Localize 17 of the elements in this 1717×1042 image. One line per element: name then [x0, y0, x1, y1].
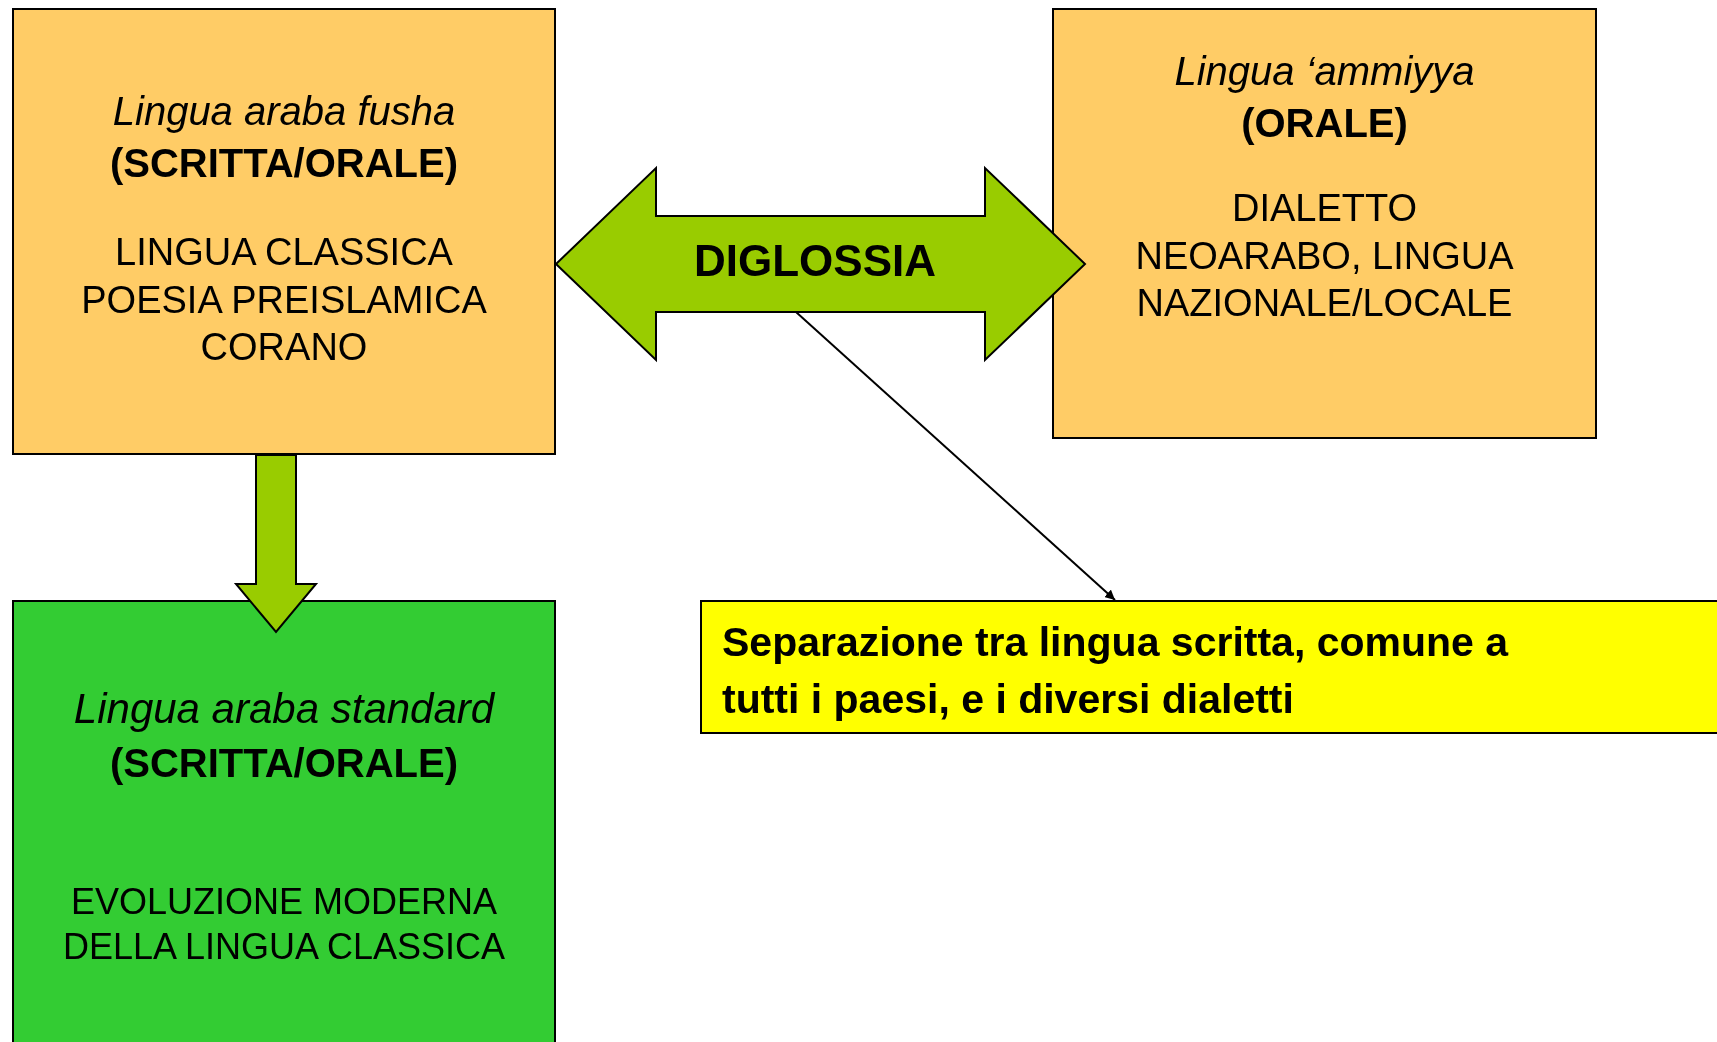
subheading: (SCRITTA/ORALE) — [109, 739, 459, 787]
label-text: Separazione tra lingua scritta, comune a tutti i paesi, e i diversi dialetti — [722, 618, 1510, 725]
label-text: DIGLOSSIA — [694, 235, 936, 287]
language-box — [12, 8, 556, 455]
body-text: LINGUA CLASSICA POESIA PREISLAMICA CORANO — [80, 230, 488, 370]
subheading: (ORALE) — [1241, 100, 1408, 147]
language-box — [12, 600, 556, 1042]
heading: Lingua araba fusha — [112, 88, 456, 135]
language-box — [1052, 8, 1597, 439]
heading: Lingua ‘ammiyya — [1174, 48, 1475, 95]
body-text: EVOLUZIONE MODERNA DELLA LINGUA CLASSICA — [61, 879, 507, 969]
subheading: (SCRITTA/ORALE) — [109, 140, 459, 187]
heading: Lingua araba standard — [73, 684, 495, 734]
note-box — [700, 600, 1717, 734]
body-text: DIALETTO NEOARABO, LINGUA NAZIONALE/LOCALE — [1134, 186, 1515, 326]
block-arrow — [554, 165, 1087, 363]
block-arrow — [233, 454, 319, 634]
